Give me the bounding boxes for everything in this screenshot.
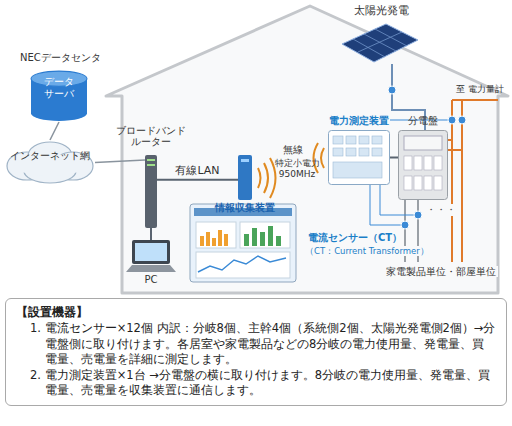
connector — [157, 179, 238, 181]
sensor-note: （CT：Current Transformer） — [303, 246, 431, 256]
current-sensor-dots — [388, 86, 466, 229]
router-tower: ブロードバンド ルーター — [145, 155, 157, 228]
sensor-label: 電流センサー（CT） — [306, 232, 404, 244]
power-meter: 電力測定装置 — [328, 130, 390, 185]
connector — [390, 157, 398, 159]
node-label: PC — [126, 274, 176, 286]
connector — [95, 160, 145, 162]
node-label: ブロードバンド ルーター — [115, 125, 187, 148]
radio-spec-label: 特定小電力 950MHz — [272, 158, 322, 180]
distribution-panel: 分電盤 — [398, 130, 448, 200]
collector-device-shape — [238, 155, 252, 200]
router-tower-shape — [145, 155, 157, 228]
data-server-cylinder: データ サーバ — [30, 70, 88, 122]
internet-cloud-shape — [5, 140, 95, 185]
note-item: 1. 電流センサー×12個 内訳：分岐8個、主幹4個（系統側2個、太陽光発電側2… — [30, 321, 496, 368]
pc-laptop: PC — [126, 240, 176, 272]
note-heading: 【設置機器】 — [16, 304, 496, 321]
node-label: 分電盤 — [398, 115, 448, 127]
node-label: インターネット網 — [7, 140, 93, 162]
node-label: 太陽光発電 — [346, 4, 416, 17]
wireless-label: 無線 — [283, 144, 303, 155]
connector — [50, 122, 59, 140]
node-label: 情報収集装置 — [212, 202, 278, 213]
edge-label: 有線LAN — [175, 164, 219, 177]
note-item: 2. 電力測定装置×1台 →分電盤の横に取り付けます。8分岐の電力使用量、発電量… — [30, 368, 496, 399]
unit-label: 家電製品単位・部屋単位 — [384, 266, 498, 277]
distribution-panel-shape — [398, 130, 448, 200]
radio-waves — [258, 143, 324, 198]
solar-panel-shape — [340, 22, 420, 70]
connector — [150, 228, 152, 240]
note-box: 【設置機器】1. 電流センサー×12個 内訳：分岐8個、主幹4個（系統側2個、太… — [5, 298, 507, 406]
node-label: データ サーバ — [39, 70, 79, 100]
collector-device: 情報収集装置 — [238, 155, 252, 200]
dashboard-screen — [190, 204, 296, 282]
meter-direction-label: 至 電力量計 — [456, 84, 504, 95]
power-meter-shape — [328, 130, 390, 185]
ellipsis-mark: ・・・ — [424, 204, 458, 216]
house-outline — [106, 6, 508, 293]
site-label: NECデータセンタ — [20, 52, 101, 64]
node-label: 電力測定装置 — [324, 115, 394, 127]
internet-cloud: インターネット網 — [5, 140, 95, 185]
pc-laptop-shape — [126, 240, 176, 272]
solar-panel: 太陽光発電 — [340, 22, 420, 70]
